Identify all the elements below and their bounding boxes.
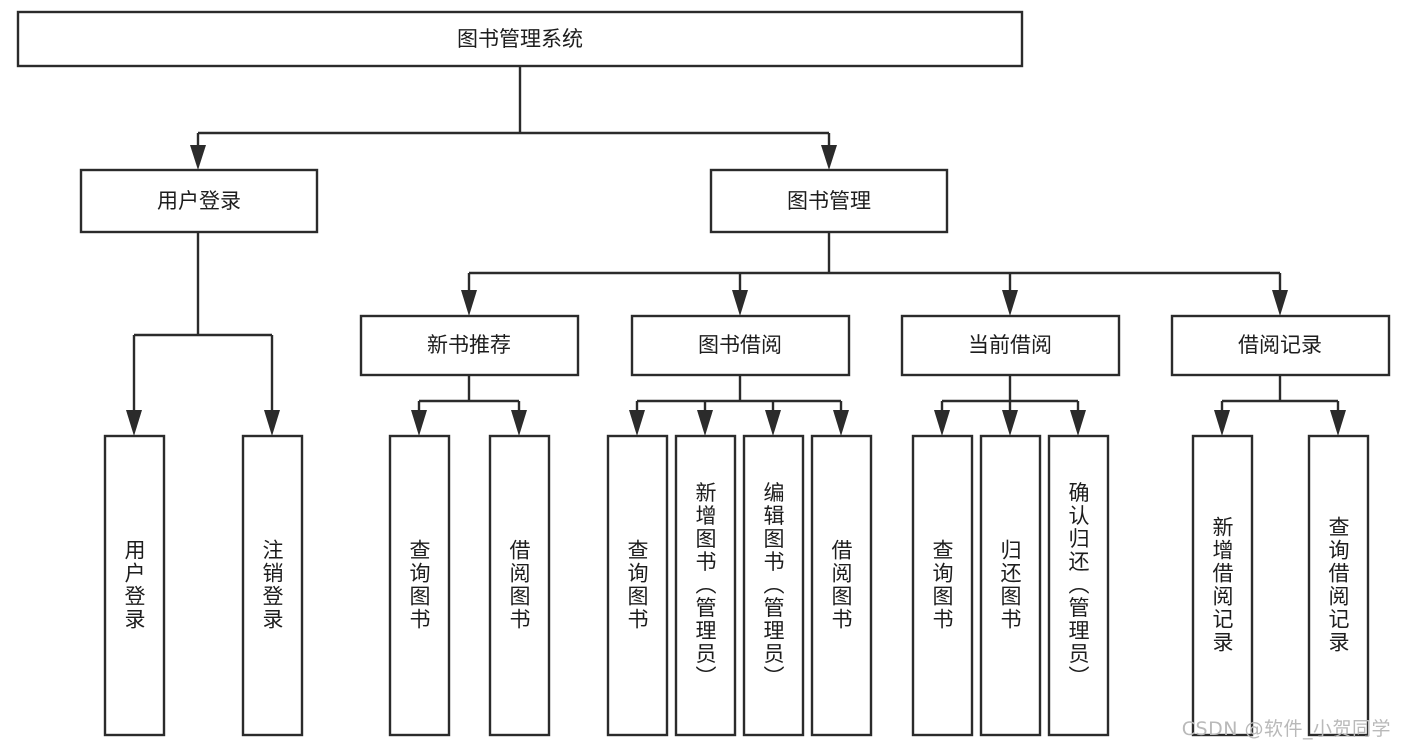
arrow-head-leaf-edit-book xyxy=(765,410,781,436)
node-root[interactable]: 图书管理系统 xyxy=(16,10,1024,68)
arrow-head-leaf-query-book-1 xyxy=(411,410,427,436)
node-book-borrow[interactable]: 图书借阅 xyxy=(630,314,851,377)
node-leaf-add-record-box[interactable] xyxy=(1191,434,1254,737)
node-leaf-query-book-2[interactable]: 查询图书 xyxy=(606,434,669,737)
arrow-head-leaf-logout xyxy=(264,410,280,436)
arrow-head-leaf-query-record xyxy=(1330,410,1346,436)
arrow-head-leaf-query-book-3 xyxy=(934,410,950,436)
node-leaf-edit-book[interactable]: 编辑图书（管理员） xyxy=(742,434,805,737)
node-current-borrow[interactable]: 当前借阅 xyxy=(900,314,1121,377)
arrow-head-leaf-add-book xyxy=(697,410,713,436)
arrow-head-user-login xyxy=(190,145,206,170)
arrow-head-leaf-query-book-2 xyxy=(629,410,645,436)
node-new-book-recommend[interactable]: 新书推荐 xyxy=(359,314,580,377)
node-leaf-query-book-3[interactable]: 查询图书 xyxy=(911,434,974,737)
node-user-login-label: 用户登录 xyxy=(157,189,241,213)
arrow-head-book-borrow xyxy=(732,290,748,316)
node-user-login-box[interactable] xyxy=(79,168,319,234)
node-leaf-add-book-label: 新增图书（管理员） xyxy=(693,482,717,689)
arrow-head-leaf-add-record xyxy=(1214,410,1230,436)
node-leaf-confirm-return[interactable]: 确认归还（管理员） xyxy=(1047,434,1110,737)
node-borrow-record-label: 借阅记录 xyxy=(1238,333,1322,357)
node-book-manage-box[interactable] xyxy=(709,168,949,234)
node-leaf-add-book[interactable]: 新增图书（管理员） xyxy=(674,434,737,737)
node-leaf-borrow-book-1-box[interactable] xyxy=(488,434,551,737)
arrow-head-leaf-user-login xyxy=(126,410,142,436)
arrow-head-book-manage xyxy=(821,145,837,170)
node-leaf-query-book-1-box[interactable] xyxy=(388,434,451,737)
node-leaf-add-book-box[interactable] xyxy=(674,434,737,737)
node-leaf-edit-book-label: 编辑图书（管理员） xyxy=(761,482,785,689)
node-leaf-query-record-label: 查询借阅记录 xyxy=(1326,516,1350,654)
arrow-head-borrow-record xyxy=(1272,290,1288,316)
node-borrow-record[interactable]: 借阅记录 xyxy=(1170,314,1391,377)
node-book-borrow-label: 图书借阅 xyxy=(698,333,782,357)
node-book-manage-label: 图书管理 xyxy=(787,189,871,213)
node-new-book-recommend-box[interactable] xyxy=(359,314,580,377)
arrow-head-leaf-confirm-return xyxy=(1070,410,1086,436)
node-leaf-edit-book-box[interactable] xyxy=(742,434,805,737)
node-borrow-record-box[interactable] xyxy=(1170,314,1391,377)
arrow-head-leaf-borrow-book-1 xyxy=(511,410,527,436)
node-user-login[interactable]: 用户登录 xyxy=(79,168,319,234)
node-leaf-borrow-book-2-box[interactable] xyxy=(810,434,873,737)
node-leaf-query-book-2-label: 查询图书 xyxy=(625,539,649,631)
node-new-book-recommend-label: 新书推荐 xyxy=(427,333,511,357)
node-leaf-user-login[interactable]: 用户登录 xyxy=(103,434,166,737)
node-leaf-return-book[interactable]: 归还图书 xyxy=(979,434,1042,737)
node-leaf-query-book-2-box[interactable] xyxy=(606,434,669,737)
node-leaf-borrow-book-2[interactable]: 借阅图书 xyxy=(810,434,873,737)
connectors-book-manage-to-level3 xyxy=(461,232,1288,316)
node-leaf-add-record-label: 新增借阅记录 xyxy=(1210,516,1234,654)
node-leaf-borrow-book-1[interactable]: 借阅图书 xyxy=(488,434,551,737)
node-leaf-logout[interactable]: 注销登录 xyxy=(241,434,304,737)
node-leaf-logout-box[interactable] xyxy=(241,434,304,737)
csdn-watermark: CSDN @软件_小贺同学 xyxy=(1181,718,1391,740)
arrow-head-new-book-recommend xyxy=(461,290,477,316)
node-leaf-query-book-3-box[interactable] xyxy=(911,434,974,737)
arrow-head-leaf-borrow-book-2 xyxy=(833,410,849,436)
node-current-borrow-box[interactable] xyxy=(900,314,1121,377)
node-leaf-logout-label: 注销登录 xyxy=(260,539,284,631)
node-leaf-add-record[interactable]: 新增借阅记录 xyxy=(1191,434,1254,737)
node-leaf-confirm-return-label: 确认归还（管理员） xyxy=(1066,482,1090,689)
connectors-root-to-level2 xyxy=(190,66,837,170)
connectors-book-borrow-to-leaves xyxy=(629,375,849,436)
node-leaf-return-book-label: 归还图书 xyxy=(998,539,1022,631)
node-leaf-query-book-3-label: 查询图书 xyxy=(930,539,954,631)
node-leaf-query-book-1[interactable]: 查询图书 xyxy=(388,434,451,737)
connectors-new-book-recommend-to-leaves xyxy=(411,375,527,436)
node-book-manage[interactable]: 图书管理 xyxy=(709,168,949,234)
node-book-borrow-box[interactable] xyxy=(630,314,851,377)
node-leaf-user-login-label: 用户登录 xyxy=(122,539,146,631)
connectors-current-borrow-to-leaves xyxy=(934,375,1086,436)
node-current-borrow-label: 当前借阅 xyxy=(968,333,1052,357)
node-root-label: 图书管理系统 xyxy=(457,27,583,51)
node-leaf-borrow-book-2-label: 借阅图书 xyxy=(829,539,853,631)
node-root-box[interactable] xyxy=(16,10,1024,68)
node-leaf-user-login-box[interactable] xyxy=(103,434,166,737)
connectors-borrow-record-to-leaves xyxy=(1214,375,1346,436)
node-leaf-query-record-box[interactable] xyxy=(1307,434,1370,737)
node-leaf-query-record[interactable]: 查询借阅记录 xyxy=(1307,434,1370,737)
arrow-head-leaf-return-book xyxy=(1002,410,1018,436)
node-leaf-return-book-box[interactable] xyxy=(979,434,1042,737)
node-leaf-borrow-book-1-label: 借阅图书 xyxy=(507,539,531,631)
arrow-head-current-borrow xyxy=(1002,290,1018,316)
node-leaf-query-book-1-label: 查询图书 xyxy=(407,539,431,631)
connectors-user-login-to-leaves xyxy=(126,232,280,436)
node-leaf-confirm-return-box[interactable] xyxy=(1047,434,1110,737)
